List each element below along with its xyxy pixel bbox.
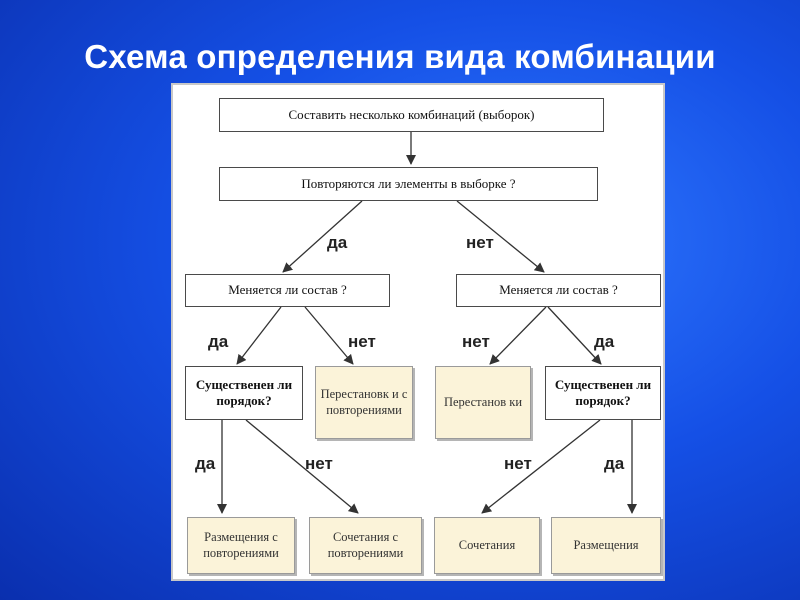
node-repeat-question: Повторяются ли элементы в выборке ? [219, 167, 598, 201]
label-no-right-comp: нет [462, 332, 490, 351]
edge-repeat-no [456, 200, 545, 273]
node-right-order-question: Существенен ли порядок? [545, 366, 661, 420]
label-no-left-comp: нет [348, 332, 376, 351]
diagram-panel [171, 83, 665, 581]
edge-left-order-no [245, 419, 359, 514]
label-yes-repeat: да [327, 233, 348, 252]
edge-right-comp-no [489, 306, 547, 365]
edge-repeat-yes [282, 200, 363, 273]
slide-title: Схема определения вида комбинации [84, 38, 716, 75]
edge-right-order-no [481, 419, 601, 514]
edge-left-comp-no [304, 306, 354, 365]
label-yes-right-comp: да [594, 332, 615, 351]
leaf-permutations-with-repetition: Перестановк и с повторениями [315, 366, 413, 439]
node-left-order-question: Существенен ли порядок? [185, 366, 303, 420]
label-yes-left-comp: да [208, 332, 229, 351]
node-left-composition-question: Меняется ли состав ? [185, 274, 390, 307]
leaf-permutations: Перестанов ки [435, 366, 531, 439]
edge-right-comp-yes [547, 306, 602, 365]
node-start: Составить несколько комбинаций (выборок) [219, 98, 604, 132]
label-no-right-order: нет [504, 454, 532, 473]
leaf-combinations: Сочетания [434, 517, 540, 574]
leaf-arrangements: Размещения [551, 517, 661, 574]
leaf-combinations-with-repetition: Сочетания с повторениями [309, 517, 422, 574]
label-yes-right-order: да [604, 454, 625, 473]
node-right-composition-question: Меняется ли состав ? [456, 274, 661, 307]
edge-left-comp-yes [236, 306, 282, 365]
leaf-arrangements-with-repetition: Размещения с повторениями [187, 517, 295, 574]
label-no-repeat: нет [466, 233, 494, 252]
label-no-left-order: нет [305, 454, 333, 473]
label-yes-left-order: да [195, 454, 216, 473]
